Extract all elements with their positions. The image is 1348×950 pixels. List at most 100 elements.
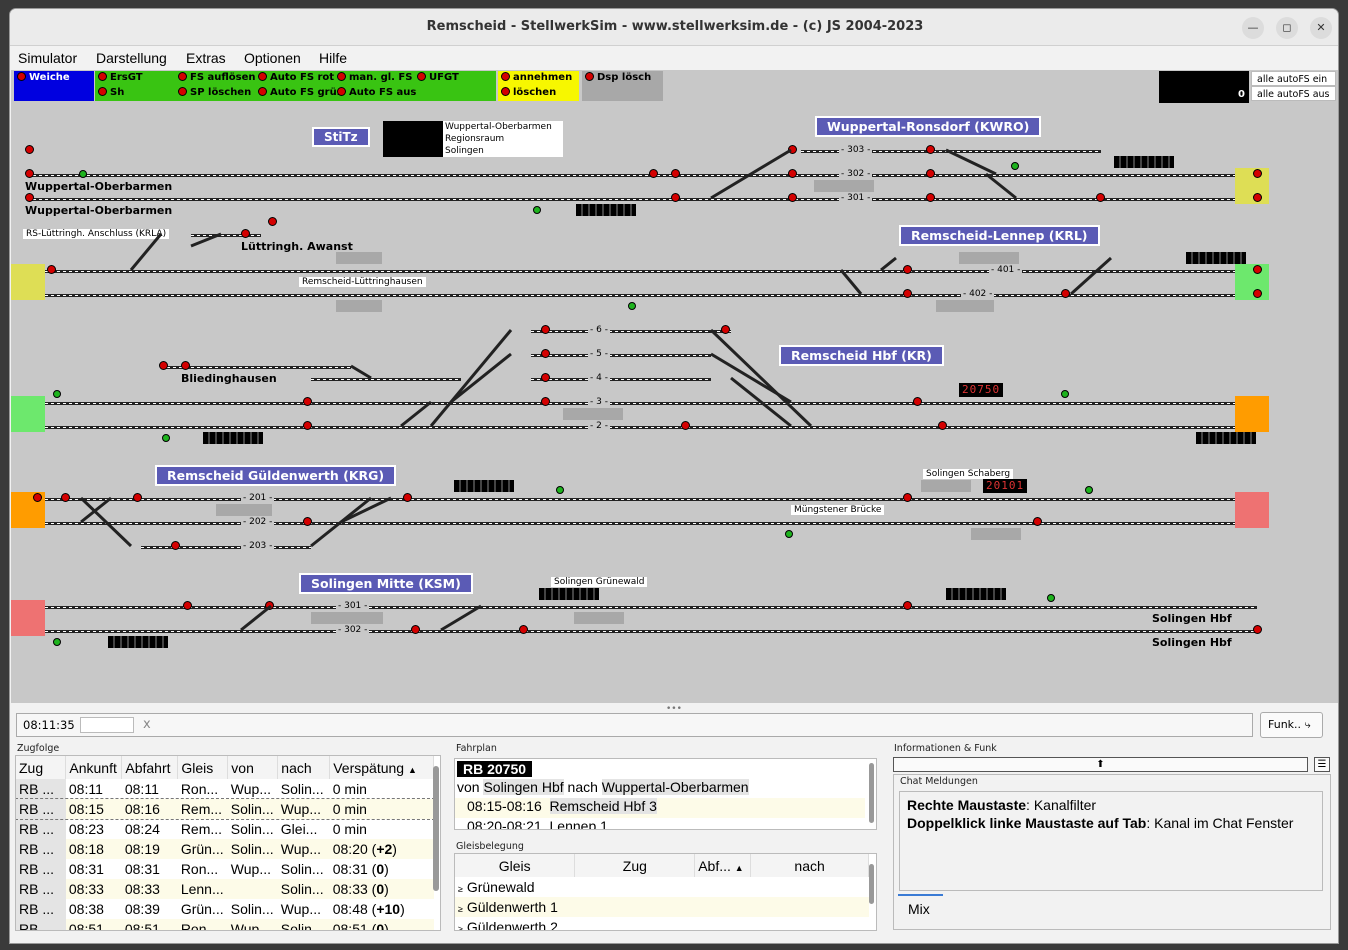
track[interactable] bbox=[27, 522, 1257, 525]
alle-autofs-ein-button[interactable]: alle autoFS ein bbox=[1251, 71, 1336, 86]
signal-icon[interactable] bbox=[938, 421, 947, 430]
signal-icon[interactable] bbox=[926, 169, 935, 178]
signal-icon[interactable] bbox=[171, 541, 180, 550]
signal-icon[interactable] bbox=[903, 601, 912, 610]
signal-icon[interactable] bbox=[649, 169, 658, 178]
auto-fs-rot-button[interactable]: Auto FS rot bbox=[258, 72, 334, 83]
track[interactable] bbox=[27, 174, 1257, 177]
signal-icon[interactable] bbox=[241, 229, 250, 238]
signal-green-icon[interactable] bbox=[79, 170, 87, 178]
splitter-handle[interactable]: ••• bbox=[666, 704, 682, 714]
signal-icon[interactable] bbox=[1033, 517, 1042, 526]
minimize-icon[interactable]: — bbox=[1242, 17, 1264, 39]
signal-icon[interactable] bbox=[671, 169, 680, 178]
signal-green-icon[interactable] bbox=[1047, 594, 1055, 602]
signal-green-icon[interactable] bbox=[556, 486, 564, 494]
track[interactable] bbox=[27, 270, 1257, 273]
track[interactable] bbox=[161, 366, 351, 369]
signal-green-icon[interactable] bbox=[785, 530, 793, 538]
close-icon[interactable]: ✕ bbox=[1310, 17, 1332, 39]
signal-icon[interactable] bbox=[33, 493, 42, 502]
collapse-button[interactable]: ⬆ bbox=[893, 757, 1308, 772]
signal-icon[interactable] bbox=[1253, 265, 1262, 274]
signal-green-icon[interactable] bbox=[53, 390, 61, 398]
track[interactable] bbox=[531, 330, 731, 333]
menu-optionen[interactable]: Optionen bbox=[244, 50, 301, 66]
signal-icon[interactable] bbox=[268, 217, 277, 226]
track[interactable] bbox=[27, 498, 1257, 501]
maximize-icon[interactable]: ◻ bbox=[1276, 17, 1298, 39]
signal-icon[interactable] bbox=[47, 265, 56, 274]
loeschen-button[interactable]: löschen bbox=[501, 87, 556, 98]
menu-hilfe[interactable]: Hilfe bbox=[319, 50, 348, 66]
signal-green-icon[interactable] bbox=[1085, 486, 1093, 494]
auto-fs-gruen-button[interactable]: Auto FS grün bbox=[258, 87, 344, 98]
signal-icon[interactable] bbox=[1096, 193, 1105, 202]
signal-icon[interactable] bbox=[1253, 193, 1262, 202]
signal-icon[interactable] bbox=[519, 625, 528, 634]
col-gleis[interactable]: Gleis bbox=[177, 756, 229, 779]
clear-filter-button[interactable]: x bbox=[143, 717, 151, 732]
signal-icon[interactable] bbox=[541, 373, 550, 382]
table-row[interactable]: ≥ Güldenwerth 1 bbox=[455, 897, 869, 917]
col-nach[interactable]: nach bbox=[277, 756, 331, 779]
signal-icon[interactable] bbox=[1061, 289, 1070, 298]
weiche-box[interactable] bbox=[14, 71, 94, 101]
signal-icon[interactable] bbox=[159, 361, 168, 370]
fahrplan-stop[interactable]: 08:20-08:21 Lennep 1 bbox=[455, 818, 865, 829]
table-row[interactable]: ≥ Güldenwerth 2 bbox=[455, 917, 869, 931]
signal-icon[interactable] bbox=[1253, 625, 1262, 634]
signal-icon[interactable] bbox=[541, 349, 550, 358]
signal-icon[interactable] bbox=[1253, 169, 1262, 178]
signal-icon[interactable] bbox=[133, 493, 142, 502]
expand-icon[interactable]: ≥ bbox=[458, 884, 463, 894]
signal-icon[interactable] bbox=[903, 265, 912, 274]
signal-icon[interactable] bbox=[721, 325, 730, 334]
ersgt-button[interactable]: ErsGT bbox=[98, 72, 143, 83]
alle-autofs-aus-button[interactable]: alle autoFS aus bbox=[1251, 86, 1336, 101]
expand-icon[interactable]: ≥ bbox=[458, 904, 463, 914]
signal-icon[interactable] bbox=[411, 625, 420, 634]
signal-icon[interactable] bbox=[303, 421, 312, 430]
col-nach[interactable]: nach bbox=[750, 854, 869, 877]
menu-darstellung[interactable]: Darstellung bbox=[96, 50, 167, 66]
signal-green-icon[interactable] bbox=[53, 638, 61, 646]
col-verspaetung[interactable]: Verspätung ▲ bbox=[329, 756, 434, 779]
signal-icon[interactable] bbox=[541, 397, 550, 406]
track-diagram[interactable]: Weiche ErsGT Sh FS auflösen SP löschen A… bbox=[11, 70, 1338, 703]
menu-extras[interactable]: Extras bbox=[186, 50, 226, 66]
signal-icon[interactable] bbox=[1253, 289, 1262, 298]
dsp-loesch-button[interactable]: Dsp lösch bbox=[585, 72, 651, 83]
signal-icon[interactable] bbox=[25, 145, 34, 154]
expand-icon[interactable]: ≥ bbox=[458, 924, 463, 931]
ufgt-button[interactable]: UFGT bbox=[417, 72, 459, 83]
col-von[interactable]: von bbox=[227, 756, 279, 779]
zugfolge-scrollbar[interactable] bbox=[433, 766, 439, 891]
col-zug[interactable]: Zug bbox=[16, 756, 67, 779]
track[interactable] bbox=[27, 426, 1257, 429]
stitz-item[interactable]: Regionsraum bbox=[445, 134, 505, 144]
filter-input[interactable] bbox=[80, 717, 134, 733]
track[interactable] bbox=[191, 234, 261, 237]
gleisbelegung-scrollbar[interactable] bbox=[869, 864, 874, 904]
track[interactable] bbox=[531, 354, 711, 357]
col-abfahrt[interactable]: Abfahrt bbox=[121, 756, 179, 779]
signal-icon[interactable] bbox=[903, 493, 912, 502]
col-ankunft[interactable]: Ankunft bbox=[65, 756, 123, 779]
signal-icon[interactable] bbox=[303, 517, 312, 526]
annehmen-button[interactable]: annehmen bbox=[501, 72, 572, 83]
signal-green-icon[interactable] bbox=[533, 206, 541, 214]
signal-icon[interactable] bbox=[681, 421, 690, 430]
stitz-item[interactable]: Wuppertal-Oberbarmen bbox=[445, 122, 552, 132]
track[interactable] bbox=[531, 378, 711, 381]
signal-icon[interactable] bbox=[913, 397, 922, 406]
col-abf[interactable]: Abf... ▲ bbox=[694, 854, 752, 877]
signal-icon[interactable] bbox=[788, 193, 797, 202]
signal-icon[interactable] bbox=[671, 193, 680, 202]
signal-icon[interactable] bbox=[25, 169, 34, 178]
sh-button[interactable]: Sh bbox=[98, 87, 124, 98]
signal-icon[interactable] bbox=[183, 601, 192, 610]
